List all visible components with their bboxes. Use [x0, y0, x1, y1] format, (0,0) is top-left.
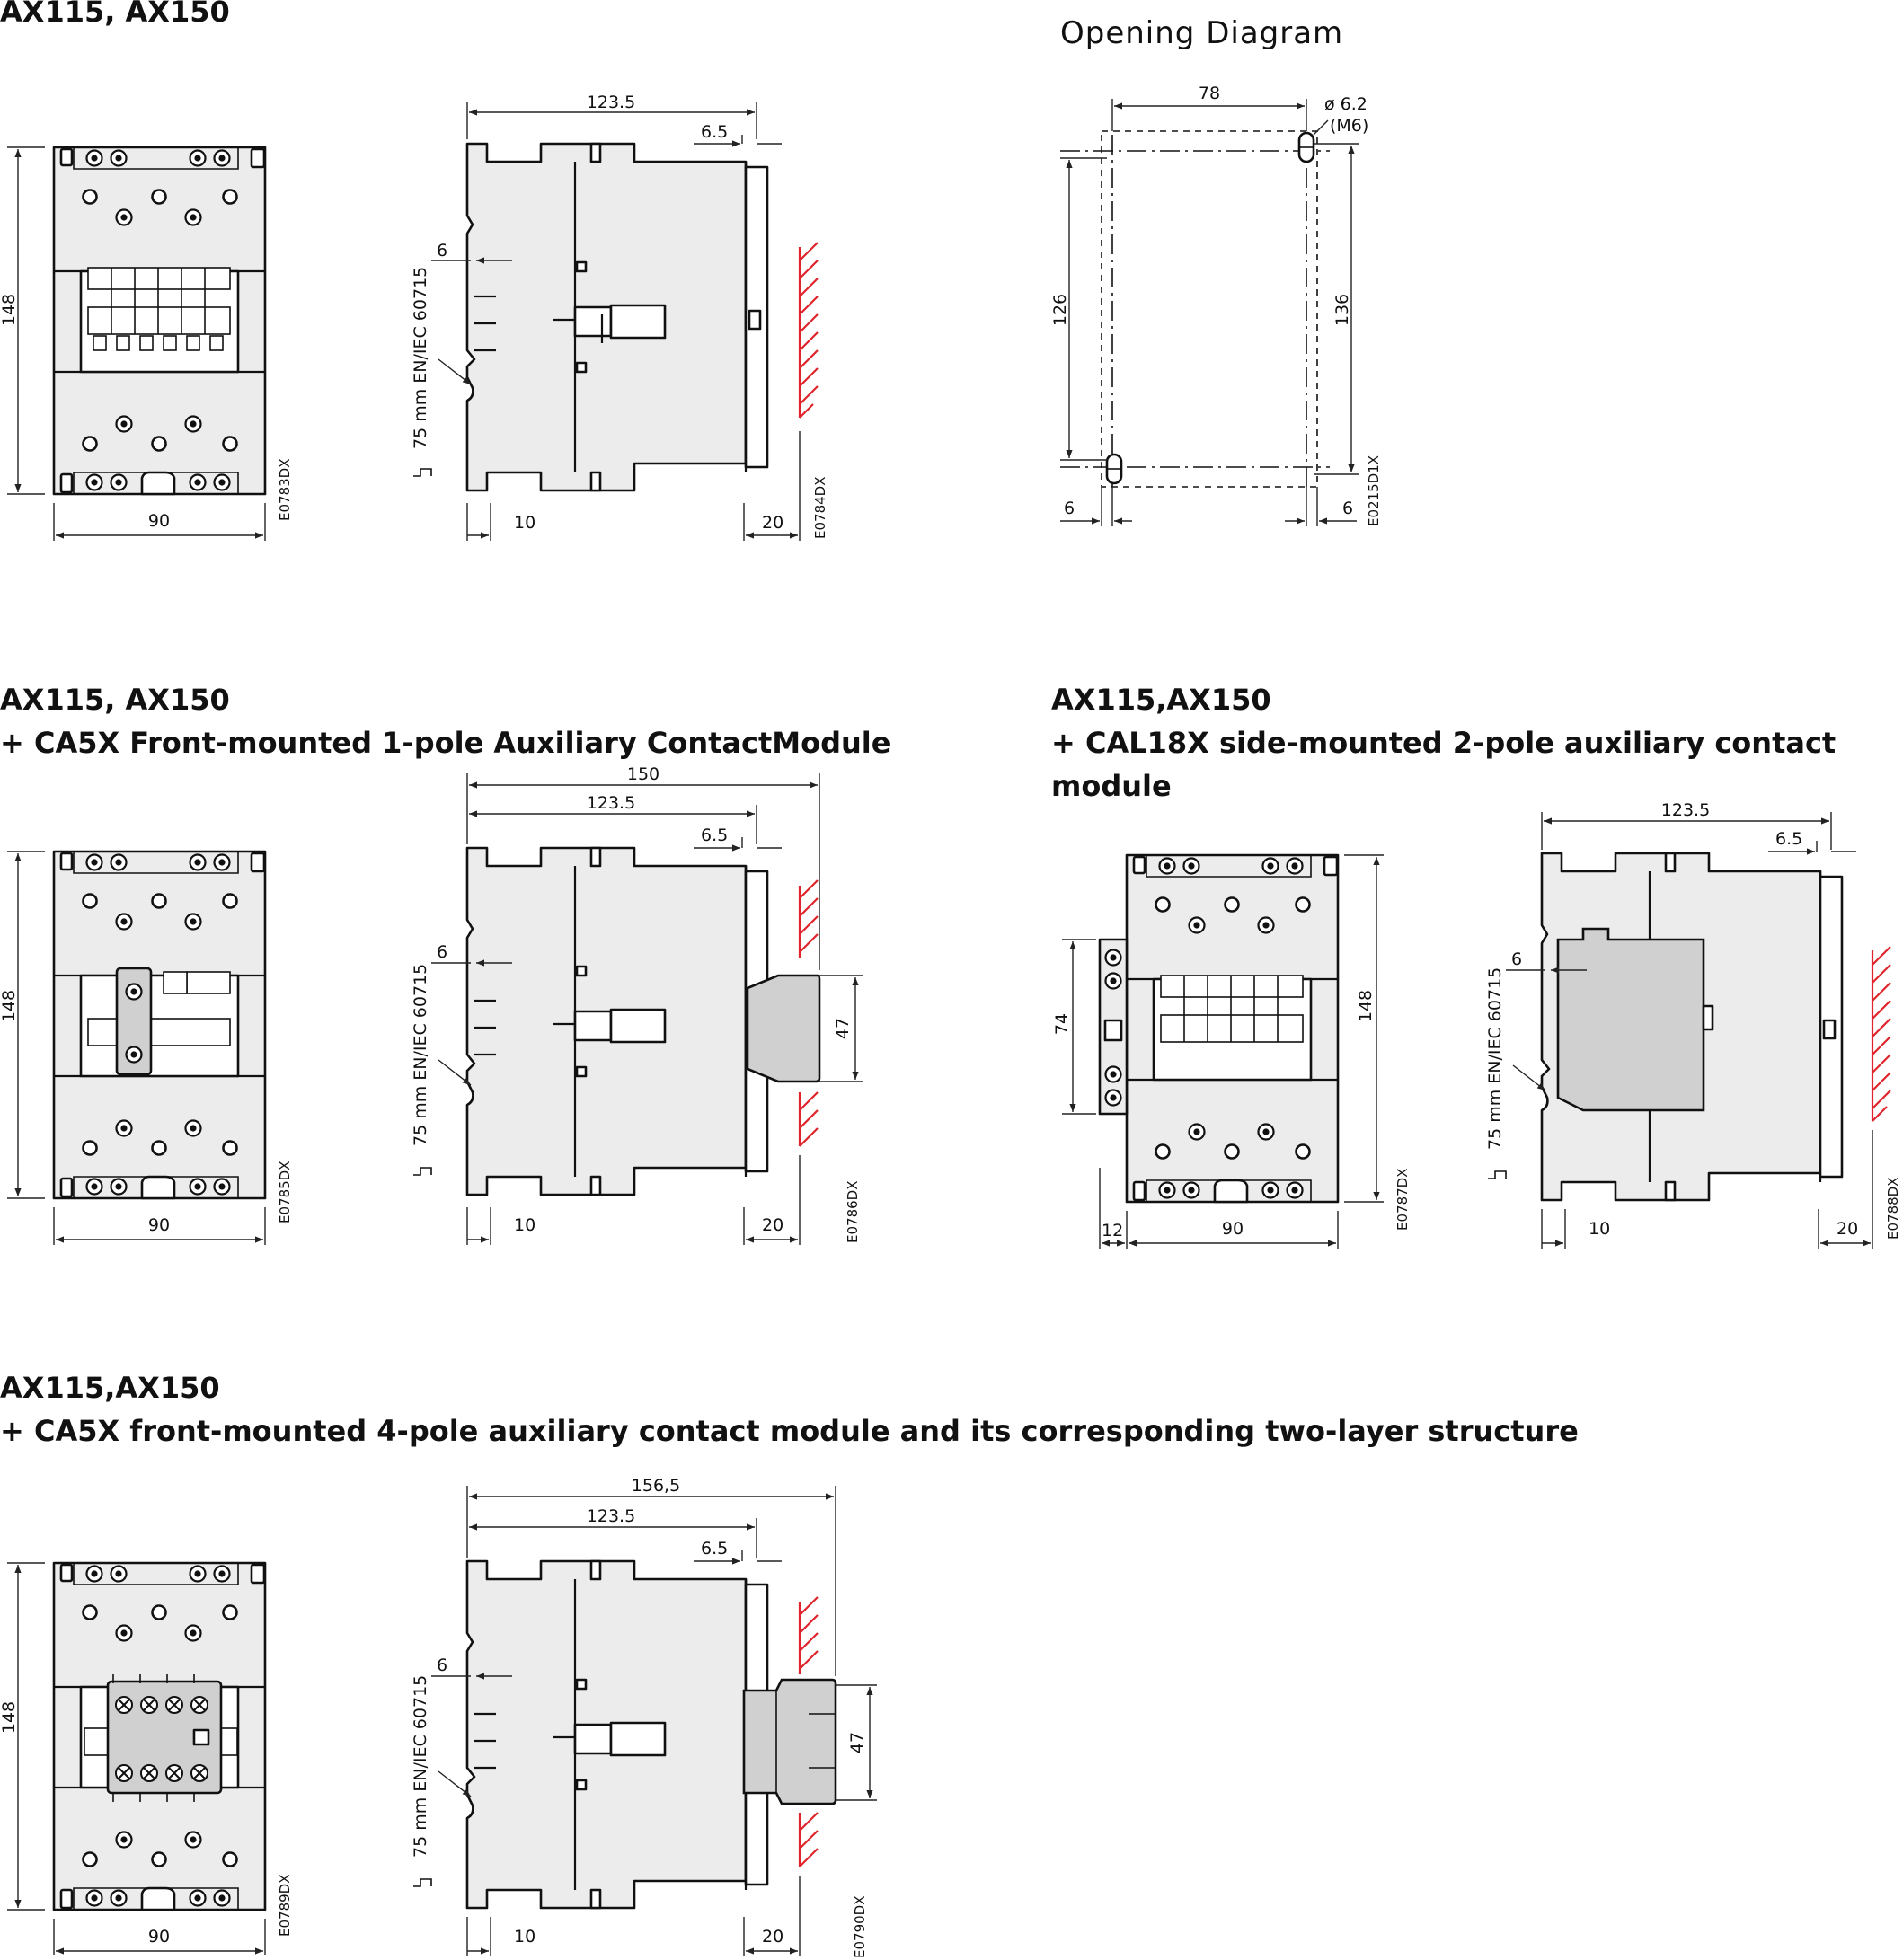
dim-opening-margin-left: 6 — [1064, 499, 1075, 518]
drawing-code-e0215d1x: E0215D1X — [1366, 455, 1382, 526]
section2-title-2: + CA5X Front-mounted 1-pole Auxiliary Co… — [0, 726, 890, 760]
rail-label-1: 75 mm EN/IEC 60715 — [411, 267, 430, 449]
side-view-1 — [465, 142, 769, 492]
front-view-3 — [1098, 853, 1340, 1204]
drawing-code-e0784dx: E0784DX — [812, 477, 828, 539]
drawing-code-e0787dx: E0787DX — [1394, 1169, 1411, 1231]
dim-rail-6-4: 6 — [437, 1655, 447, 1675]
dim-depth-123-5-3: 123.5 — [1661, 800, 1710, 820]
dim-side-module-74: 74 — [1052, 1013, 1072, 1035]
side-view-2 — [465, 846, 821, 1196]
section1-title: AX115, AX150 — [0, 0, 230, 29]
dim-width-90-3: 90 — [1222, 1219, 1244, 1239]
dim-opening-margin-right: 6 — [1342, 499, 1353, 518]
dim-height-148-4: 148 — [0, 1701, 19, 1734]
dim-module-47-4: 47 — [847, 1732, 867, 1753]
mounting-wall-1 — [798, 242, 819, 419]
section2-title-1: AX115, AX150 — [0, 683, 230, 717]
front-view-1 — [52, 146, 267, 496]
dim-rail-bottom-10: 10 — [514, 513, 535, 533]
dim-depth-123-5: 123.5 — [587, 93, 635, 112]
dim-rail-bottom-10-4: 10 — [514, 1927, 535, 1947]
mounting-wall-3 — [1871, 946, 1891, 1122]
dim-opening-136: 136 — [1332, 294, 1352, 326]
side-view-4 — [465, 1559, 837, 1910]
dim-height-148-2: 148 — [0, 990, 19, 1022]
drawing-code-e0786dx: E0786DX — [845, 1181, 861, 1243]
dim-depth-123-5-2: 123.5 — [587, 793, 635, 813]
dim-width-90-4: 90 — [148, 1927, 170, 1947]
section3-title-2: + CAL18X side-mounted 2-pole auxiliary c… — [1051, 726, 1836, 760]
dim-wall-20: 20 — [762, 513, 783, 533]
dim-rail-6: 6 — [437, 241, 447, 260]
dim-rail-6-3: 6 — [1511, 949, 1522, 969]
section4-title-1: AX115,AX150 — [0, 1371, 220, 1405]
dim-rail-bottom-10-3: 10 — [1589, 1219, 1610, 1239]
mounting-wall-4 — [798, 1596, 819, 1867]
dim-hole-dia: ø 6.2 — [1324, 94, 1368, 114]
dim-module-47: 47 — [833, 1018, 853, 1039]
dim-offset-6-5-3: 6.5 — [1775, 829, 1802, 849]
dim-side-module-12: 12 — [1102, 1221, 1123, 1240]
dim-wall-20-4: 20 — [762, 1927, 783, 1947]
drawing-code-e0789dx: E0789DX — [277, 1875, 293, 1937]
dim-hole-thread: (M6) — [1330, 116, 1368, 136]
dim-height-148: 148 — [0, 294, 19, 326]
dim-height-148-3: 148 — [1356, 990, 1376, 1022]
section3-title-1: AX115,AX150 — [1051, 683, 1271, 717]
section3-title-3: module — [1051, 769, 1172, 803]
opening-diagram — [1060, 130, 1330, 488]
drawing-code-e0785dx: E0785DX — [277, 1161, 293, 1223]
front-view-4 — [52, 1561, 267, 1911]
dim-width-90: 90 — [148, 511, 170, 531]
dim-wall-20-2: 20 — [762, 1215, 783, 1235]
rail-label-2: 75 mm EN/IEC 60715 — [411, 964, 430, 1146]
dim-depth-123-5-4: 123.5 — [587, 1506, 635, 1526]
dim-opening-78: 78 — [1199, 84, 1220, 103]
section4-title-2: + CA5X front-mounted 4-pole auxiliary co… — [0, 1414, 1579, 1448]
drawing-code-e0788dx: E0788DX — [1885, 1178, 1901, 1240]
dim-offset-6-5-2: 6.5 — [701, 825, 728, 845]
dim-width-90-2: 90 — [148, 1215, 170, 1235]
front-view-2 — [52, 850, 267, 1200]
drawing-code-e0783dx: E0783DX — [277, 459, 293, 521]
dim-opening-126: 126 — [1050, 294, 1070, 326]
dim-rail-bottom-10-2: 10 — [514, 1215, 535, 1235]
opening-diagram-title: Opening Diagram — [1060, 15, 1343, 51]
dim-depth-150: 150 — [627, 764, 659, 784]
rail-label-3: 75 mm EN/IEC 60715 — [1485, 967, 1505, 1150]
mounting-wall-2 — [798, 879, 819, 1147]
dim-offset-6-5: 6.5 — [701, 122, 728, 142]
dim-offset-6-5-4: 6.5 — [701, 1539, 728, 1558]
drawing-code-e0790dx: E0790DX — [852, 1896, 868, 1958]
dim-depth-156-5: 156,5 — [632, 1476, 680, 1496]
side-view-3 — [1540, 852, 1844, 1202]
rail-label-4: 75 mm EN/IEC 60715 — [411, 1675, 430, 1858]
dim-rail-6-2: 6 — [437, 942, 447, 962]
dim-wall-20-3: 20 — [1837, 1219, 1858, 1239]
